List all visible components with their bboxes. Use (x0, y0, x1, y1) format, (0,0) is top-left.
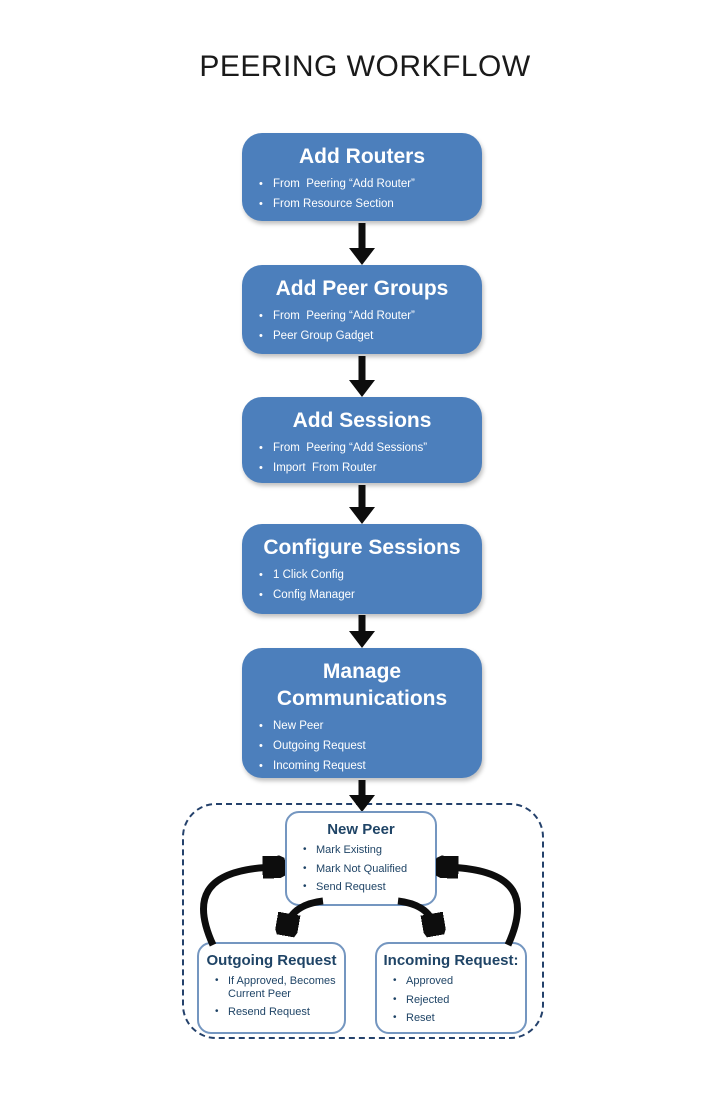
bullet-text: From Peering “Add Router” (273, 178, 415, 190)
bullet-dot: • (303, 862, 307, 874)
bullet-item: • Resend Request (215, 1006, 338, 1019)
flow-box-title: Manage Communications (276, 660, 448, 710)
down-arrow-icon (349, 615, 375, 648)
bullet-dot: • (215, 975, 219, 986)
detail-box-outgoing-request: Outgoing Request • If Approved, Becomes C… (197, 942, 346, 1034)
bullet-dot: • (259, 569, 263, 581)
bullet-text: Mark Not Qualified (316, 862, 408, 875)
flow-box-add-peer-groups: Add Peer Groups • From Peering “Add Route… (242, 265, 482, 354)
bullet-text: Mark Existing (316, 844, 383, 856)
bullet-dot: • (259, 330, 263, 342)
bullet-item: • From Resource Section (259, 198, 474, 211)
bullet-dot: • (259, 442, 263, 454)
detail-box-new-peer: New Peer • Mark Existing • Mark Not Qualif… (285, 811, 437, 906)
bullet-item: • Send Request (303, 881, 429, 894)
flow-box-title: Add Peer Groups (275, 277, 449, 300)
flow-box-title: Configure Sessions (263, 536, 461, 559)
page-title: PEERING WORKFLOW (199, 50, 531, 83)
bullet-item: • Incoming Request (259, 760, 474, 773)
bullet-text: Resend Request (228, 1006, 310, 1018)
bullet-dot: • (259, 720, 263, 732)
bullet-dot: • (393, 975, 397, 986)
bullet-dot: • (393, 1012, 397, 1023)
detail-box-title: Incoming Request: (383, 952, 519, 969)
bullet-dot: • (259, 310, 263, 322)
bullet-text: From Peering “Add Sessions” (273, 442, 428, 454)
flow-box-title: Add Sessions (292, 409, 432, 432)
flow-box-configure-sessions: Configure Sessions • 1 Click Config • Conf… (242, 524, 482, 614)
bullet-dot: • (259, 760, 263, 772)
bullet-item: • New Peer (259, 720, 474, 733)
bullet-item: • Approved (393, 975, 519, 988)
detail-box-title: Outgoing Request (206, 952, 337, 969)
bullet-dot: • (259, 740, 263, 752)
down-arrow-icon (349, 780, 375, 812)
bullet-dot: • (393, 993, 397, 1005)
bullet-dot: • (259, 589, 263, 601)
bullet-item: • From Peering “Add Sessions” (259, 442, 474, 455)
bullet-text: Send Request (316, 881, 386, 893)
bullet-dot: • (303, 844, 307, 855)
detail-box-bullet-list: • Mark Existing • Mark Not Qualified • Send… (287, 844, 435, 894)
bullet-item: • Peer Group Gadget (259, 330, 474, 343)
detail-box-bullet-list: • Approved • Rejected • Reset (377, 975, 525, 1025)
bullet-text: New Peer (273, 720, 324, 732)
bullet-text: 1 Click Config (273, 569, 344, 581)
flow-box-bullet-list: • New Peer • Outgoing Request • Incoming Re… (242, 720, 482, 773)
flow-box-add-sessions: Add Sessions • From Peering “Add Sessions… (242, 397, 482, 483)
bullet-item: • Rejected (393, 994, 519, 1007)
detail-box-bullet-list: • If Approved, Becomes Current Peer • Rese… (199, 975, 344, 1019)
bullet-item: • Import From Router (259, 462, 474, 475)
flow-box-add-routers: Add Routers • From Peering “Add Router” •… (242, 133, 482, 221)
flow-box-title: Add Routers (299, 145, 425, 168)
bullet-item: • If Approved, Becomes Current Peer (215, 975, 338, 1000)
bullet-item: • From Peering “Add Router” (259, 178, 474, 191)
bullet-dot: • (259, 178, 263, 190)
bullet-item: • 1 Click Config (259, 569, 474, 582)
bullet-text: Approved (406, 975, 454, 987)
bullet-item: • Mark Existing (303, 844, 429, 857)
flow-box-manage-communications: Manage Communications • New Peer • Outgoin… (242, 648, 482, 778)
flow-box-bullet-list: • From Peering “Add Router” • Peer Group G… (242, 310, 482, 343)
bullet-text: Peer Group Gadget (273, 330, 374, 342)
flow-box-bullet-list: • 1 Click Config • Config Manager (242, 569, 482, 602)
bullet-text: Rejected (406, 993, 450, 1006)
flow-box-bullet-list: • From Peering “Add Sessions” • Import Fro… (242, 442, 482, 475)
bullet-dot: • (303, 881, 307, 892)
flow-box-bullet-list: • From Peering “Add Router” • From Resourc… (242, 178, 482, 211)
bullet-text: Incoming Request (273, 760, 366, 772)
down-arrow-icon (349, 223, 375, 265)
bullet-text: Reset (406, 1012, 435, 1024)
bullet-text: Outgoing Request (273, 740, 366, 752)
bullet-dot: • (215, 1006, 219, 1017)
bullet-text: From Peering “Add Router” (273, 310, 415, 322)
bullet-item: • Reset (393, 1012, 519, 1025)
bullet-dot: • (259, 462, 263, 474)
bullet-text: Import From Router (273, 462, 377, 474)
detail-box-incoming-request: Incoming Request: • Approved • Rejected • R… (375, 942, 527, 1034)
bullet-text: Config Manager (273, 589, 355, 601)
bullet-dot: • (259, 198, 263, 210)
bullet-item: • From Peering “Add Router” (259, 310, 474, 323)
detail-box-title: New Peer (327, 821, 395, 838)
bullet-text: From Resource Section (273, 198, 394, 210)
bullet-item: • Outgoing Request (259, 740, 474, 753)
bullet-item: • Mark Not Qualified (303, 863, 429, 876)
down-arrow-icon (349, 485, 375, 524)
bullet-item: • Config Manager (259, 589, 474, 602)
down-arrow-icon (349, 356, 375, 397)
bullet-text: If Approved, Becomes Current Peer (228, 975, 339, 1000)
